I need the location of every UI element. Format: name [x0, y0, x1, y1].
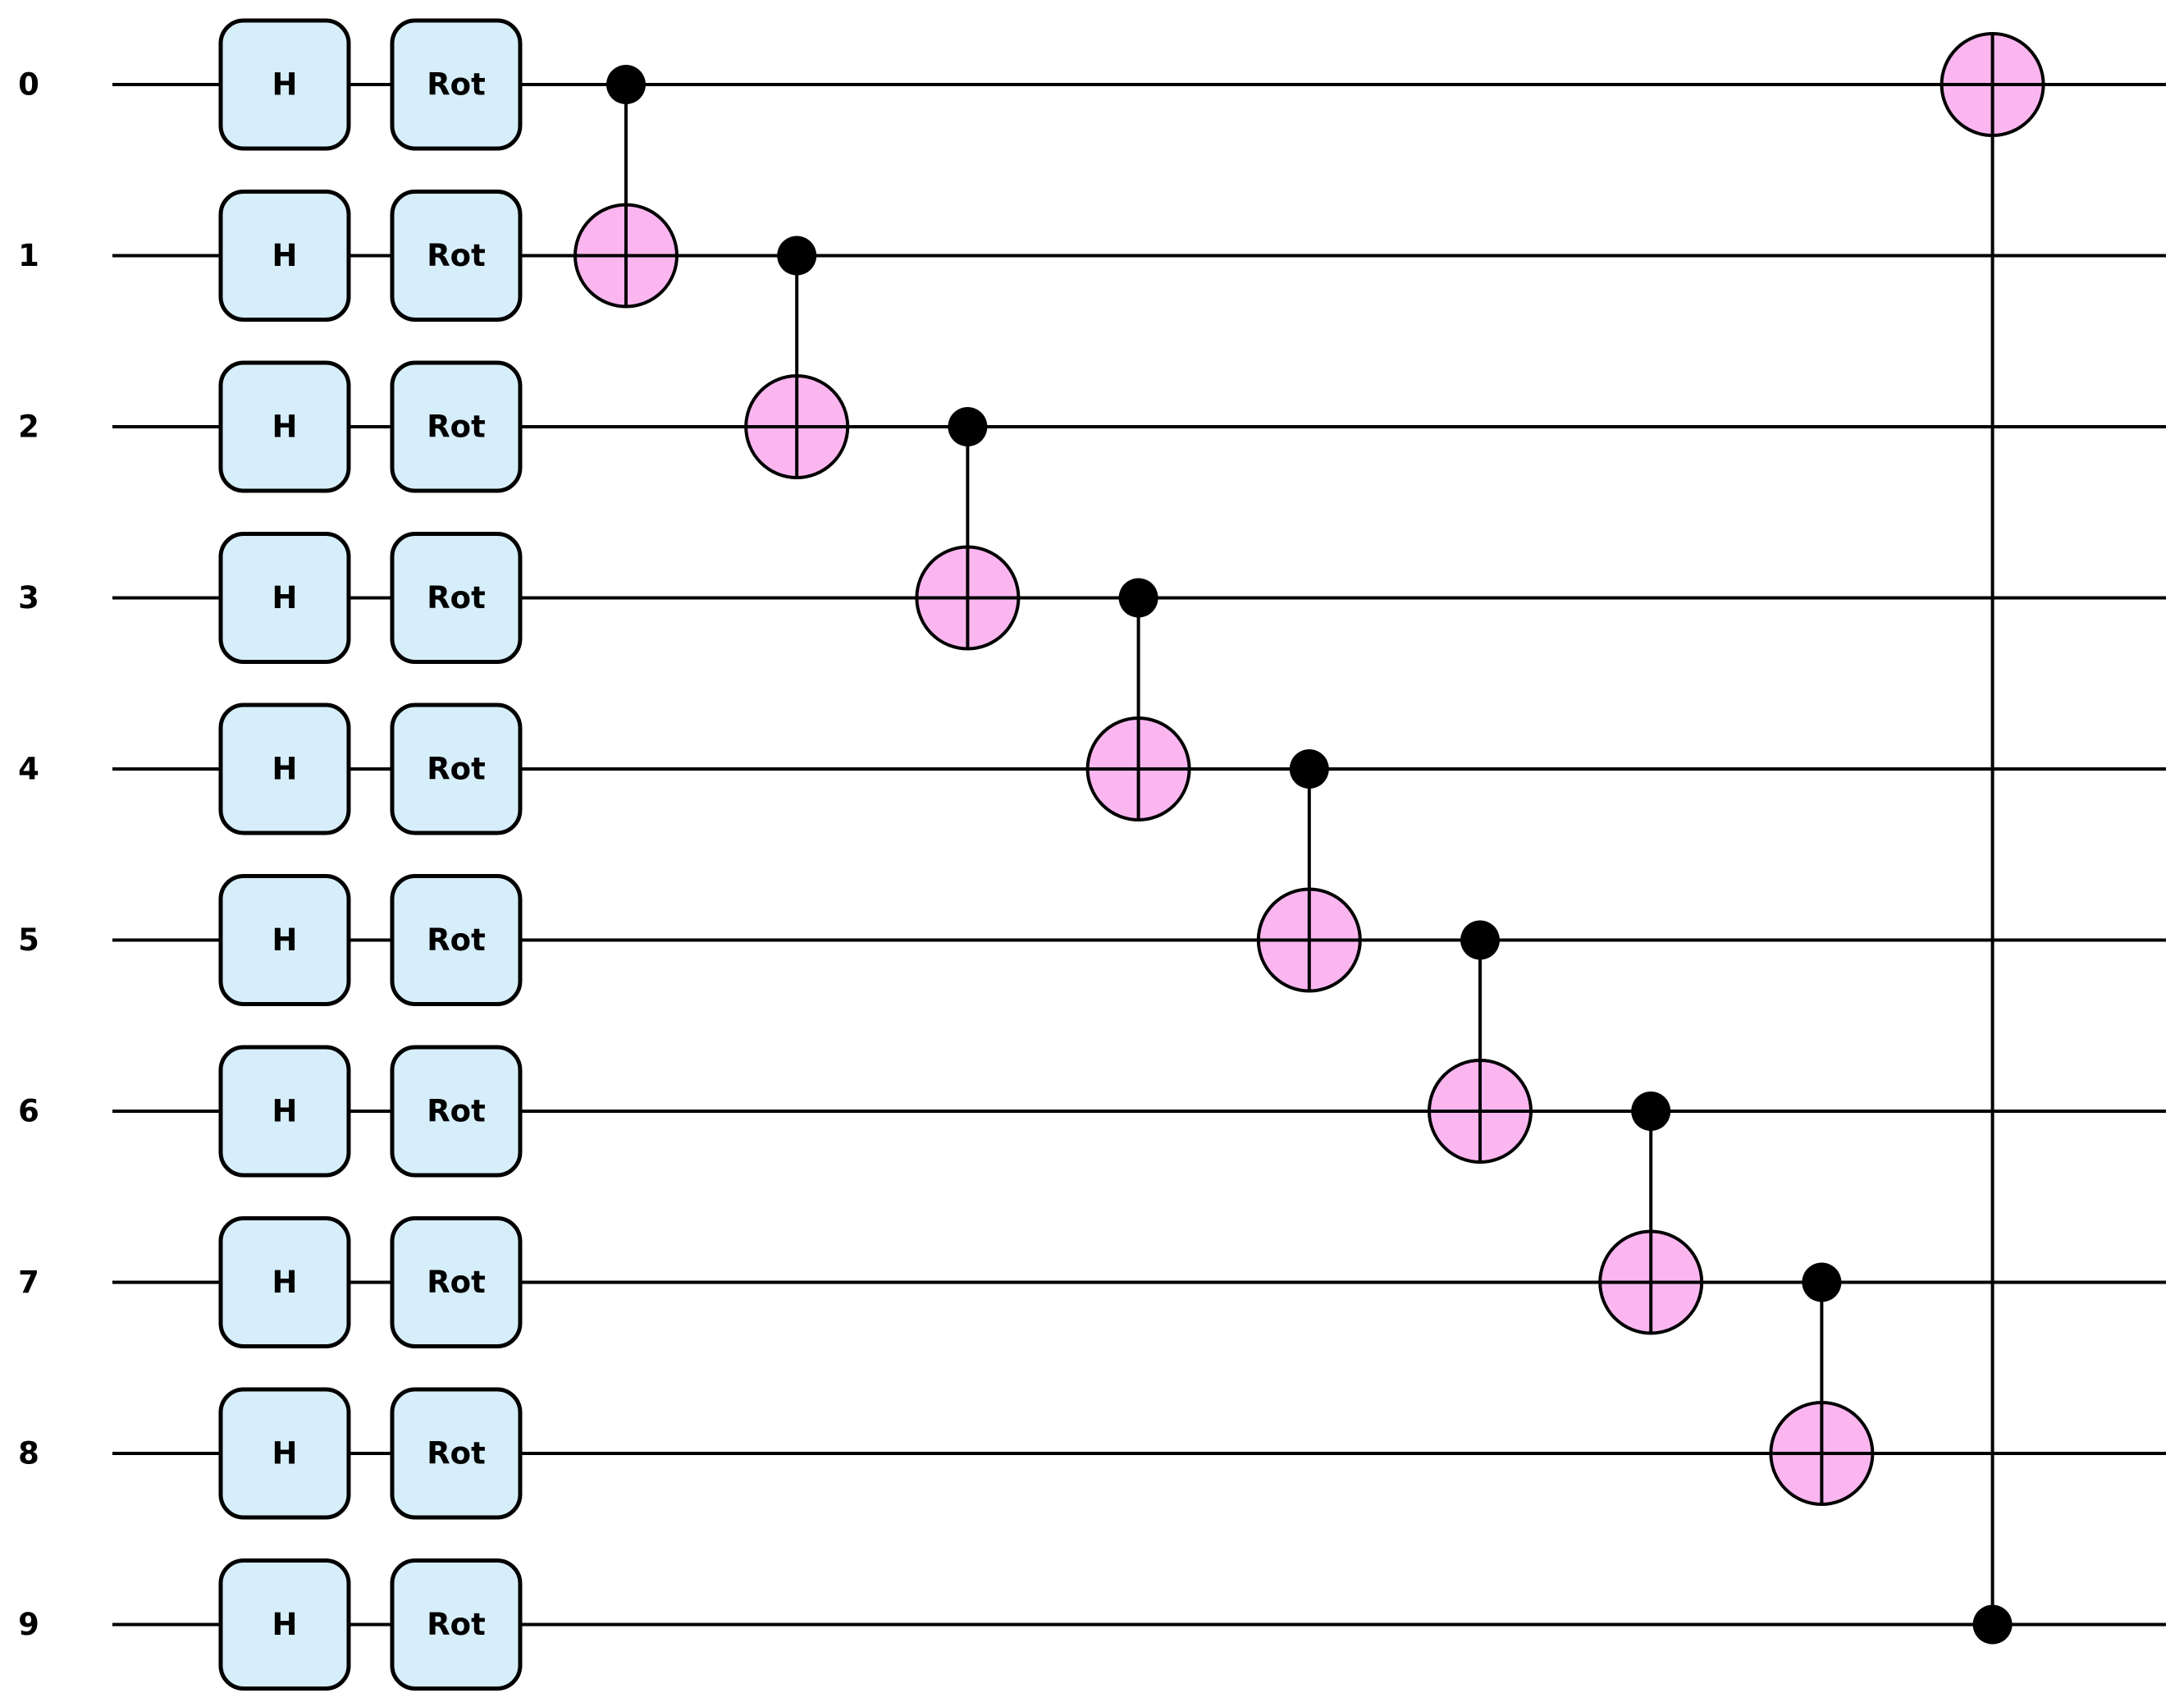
gate-label: H — [272, 1607, 298, 1642]
gate-box — [390, 190, 523, 322]
gate-box — [218, 532, 351, 664]
gate-label: H — [272, 410, 298, 445]
gate-h-wire-6: H — [218, 1045, 351, 1178]
gate-box — [390, 1387, 523, 1520]
cnot-layer — [573, 32, 2045, 1645]
gate-box — [218, 1387, 351, 1520]
gate-h-wire-4: H — [218, 702, 351, 835]
gate-box — [390, 702, 523, 835]
cnot-1-2 — [744, 236, 850, 479]
gate-label: Rot — [427, 1436, 486, 1471]
control-dot-icon — [777, 236, 817, 276]
gate-box — [218, 1558, 351, 1691]
wire-label-6: 6 — [18, 1094, 39, 1129]
gate-h-wire-9: H — [218, 1558, 351, 1691]
gate-rot-wire-4: Rot — [390, 702, 523, 835]
cnot-2-3 — [915, 407, 1021, 651]
cnot-6-7 — [1598, 1091, 1704, 1335]
cnot-3-4 — [1085, 578, 1191, 821]
gate-label: Rot — [427, 580, 486, 616]
gate-label: H — [272, 67, 298, 103]
gate-box — [218, 1045, 351, 1178]
gate-h-wire-5: H — [218, 874, 351, 1006]
gate-rot-wire-6: Rot — [390, 1045, 523, 1178]
control-dot-icon — [948, 407, 988, 446]
gate-rot-wire-7: Rot — [390, 1216, 523, 1348]
gate-label: Rot — [427, 1265, 486, 1300]
wire-label-9: 9 — [18, 1607, 39, 1642]
gate-box — [218, 1216, 351, 1348]
gate-h-wire-1: H — [218, 190, 351, 322]
cnot-0-1 — [573, 65, 679, 309]
gate-label: H — [272, 1436, 298, 1471]
control-dot-icon — [1631, 1091, 1671, 1131]
wire-label-1: 1 — [18, 238, 39, 273]
wire-label-4: 4 — [18, 752, 39, 787]
wire-label-8: 8 — [18, 1436, 39, 1471]
gate-label: Rot — [427, 410, 486, 445]
gate-label: Rot — [427, 752, 486, 787]
gate-h-wire-3: H — [218, 532, 351, 664]
gate-label: Rot — [427, 238, 486, 273]
control-dot-icon — [1289, 749, 1329, 789]
gate-h-wire-2: H — [218, 360, 351, 493]
gate-box — [218, 190, 351, 322]
gate-label: H — [272, 238, 298, 273]
gate-rot-wire-5: Rot — [390, 874, 523, 1006]
control-dot-icon — [1118, 578, 1158, 618]
gate-box — [390, 1558, 523, 1691]
gate-box — [218, 18, 351, 151]
gate-h-wire-0: H — [218, 18, 351, 151]
cnot-7-8 — [1769, 1262, 1875, 1506]
gate-rot-wire-3: Rot — [390, 532, 523, 664]
gate-box — [390, 360, 523, 493]
gate-box — [218, 360, 351, 493]
wire-label-0: 0 — [18, 67, 39, 103]
wire-label-3: 3 — [18, 580, 39, 616]
gate-label: H — [272, 580, 298, 616]
gate-box — [390, 874, 523, 1006]
gate-box — [390, 532, 523, 664]
wire-label-7: 7 — [18, 1265, 39, 1300]
gate-label: H — [272, 1265, 298, 1300]
gate-box — [218, 702, 351, 835]
gate-label: Rot — [427, 1607, 486, 1642]
gate-rot-wire-8: Rot — [390, 1387, 523, 1520]
gate-rot-wire-1: Rot — [390, 190, 523, 322]
gate-label: Rot — [427, 67, 486, 103]
gate-box — [218, 874, 351, 1006]
wire-label-2: 2 — [18, 410, 39, 445]
gate-box — [390, 1216, 523, 1348]
gate-rot-wire-2: Rot — [390, 360, 523, 493]
gate-rot-wire-9: Rot — [390, 1558, 523, 1691]
gate-label: H — [272, 752, 298, 787]
gate-box — [390, 1045, 523, 1178]
gate-label: Rot — [427, 1094, 486, 1129]
gate-h-wire-8: H — [218, 1387, 351, 1520]
control-dot-icon — [1460, 920, 1500, 960]
control-dot-icon — [606, 65, 646, 104]
cnot-9-0 — [1940, 32, 2045, 1645]
gate-box — [390, 18, 523, 151]
gate-label: H — [272, 1094, 298, 1129]
cnot-4-5 — [1256, 749, 1362, 993]
gate-rot-wire-0: Rot — [390, 18, 523, 151]
gate-h-wire-7: H — [218, 1216, 351, 1348]
wire-label-5: 5 — [18, 922, 39, 958]
gate-label: Rot — [427, 922, 486, 958]
control-dot-icon — [1972, 1604, 2013, 1645]
cnot-5-6 — [1428, 920, 1533, 1164]
control-dot-icon — [1802, 1262, 1842, 1302]
gate-label: H — [272, 922, 298, 958]
